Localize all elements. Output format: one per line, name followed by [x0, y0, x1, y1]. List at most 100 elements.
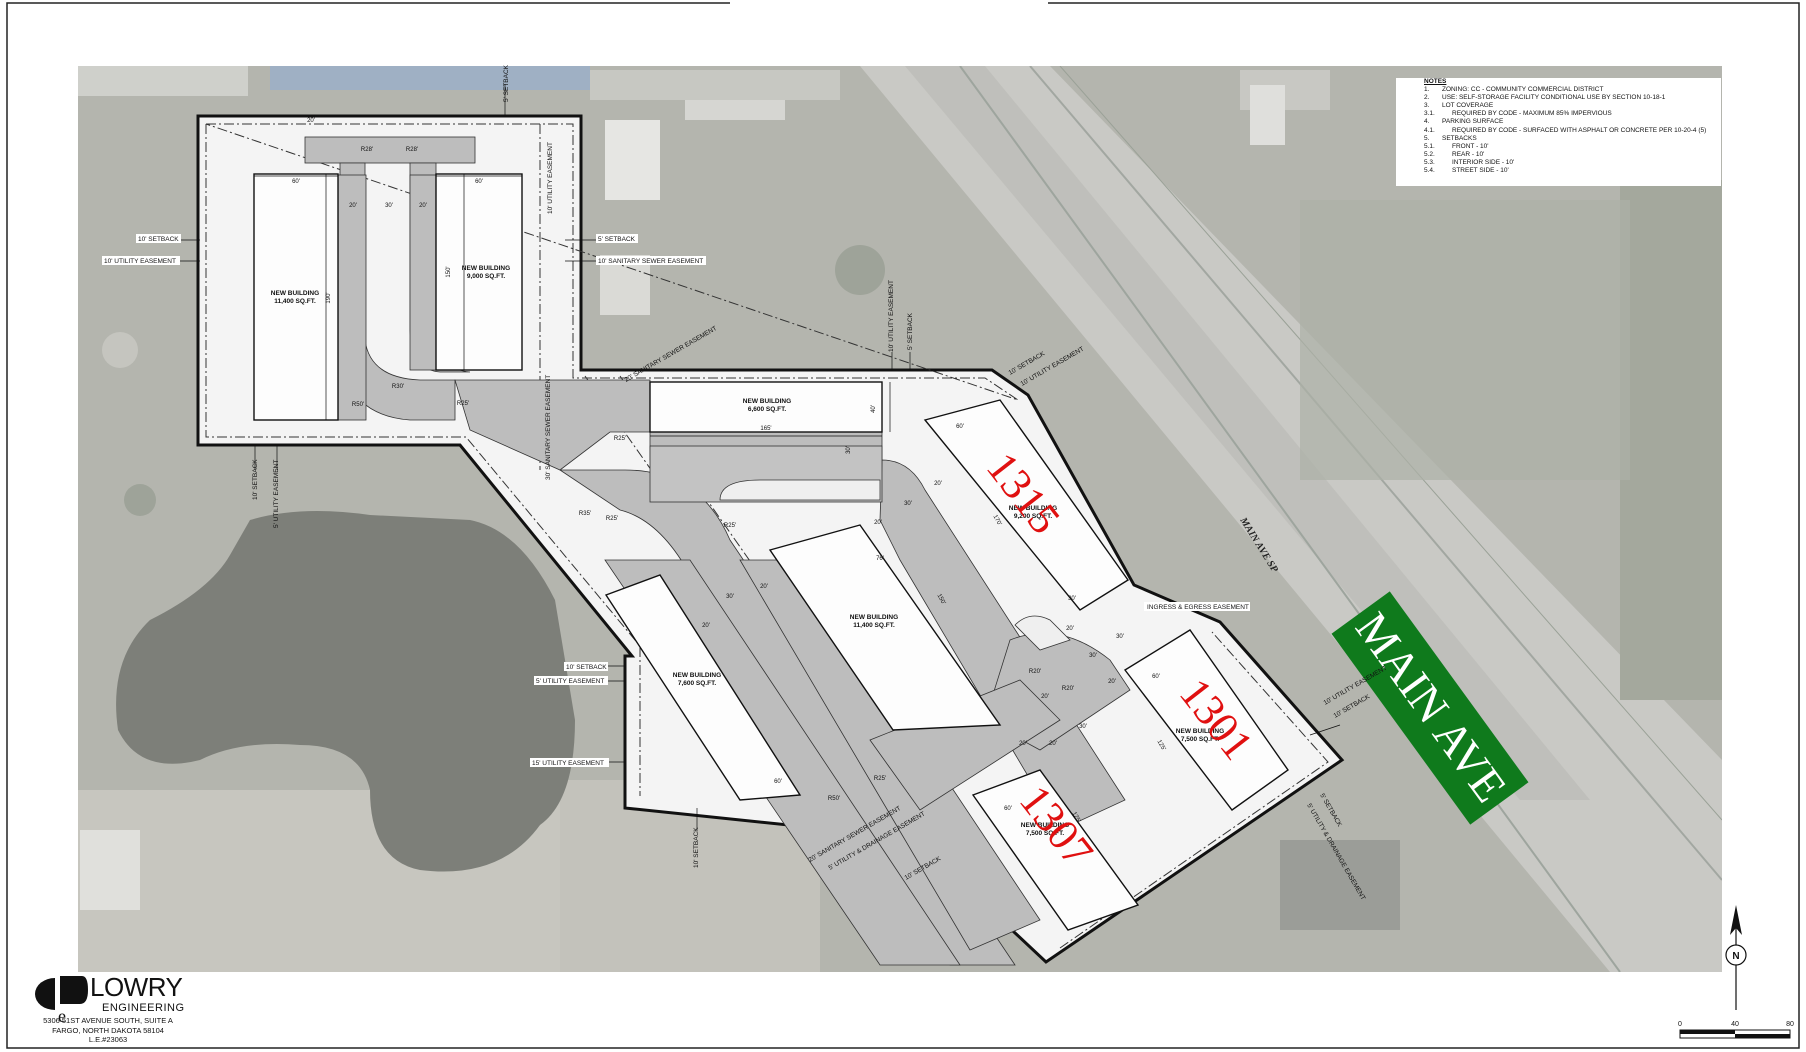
- note-item: 4.1.REQUIRED BY CODE - SURFACED WITH ASP…: [1424, 126, 1707, 134]
- note-item: 5.2.REAR - 10': [1424, 150, 1485, 158]
- note-item: 1.ZONING: CC - COMMUNITY COMMERCIAL DIST…: [1424, 86, 1604, 94]
- building-8-title: NEW BUILDING: [1021, 822, 1069, 829]
- note-item: 3.1.REQUIRED BY CODE - MAXIMUM 85% IMPER…: [1424, 110, 1612, 118]
- logo-name: LOWRY: [90, 972, 183, 1002]
- label-sanitary-30-vertical: 30' SANITARY SEWER EASEMENT: [545, 375, 552, 480]
- label-setback-5-top: 5' SETBACK: [598, 236, 636, 243]
- dim-125-b7: 125': [1155, 739, 1166, 752]
- dim-125-b8: 125': [1070, 811, 1081, 824]
- company-logo: LOWRY ENGINEERING 5306 51ST AVENUE SOUTH…: [28, 972, 198, 1044]
- dim-30-south: 30': [1079, 724, 1087, 730]
- radius-r25-e: R25': [874, 776, 886, 782]
- building-3-area: 6,600 SQ.FT.: [748, 406, 786, 413]
- dim-top-20: 20': [307, 118, 315, 124]
- building-5: [604, 574, 802, 801]
- notes-title: NOTES: [1424, 78, 1447, 85]
- note-item: 5.1.FRONT - 10': [1424, 142, 1489, 150]
- dim-20-south: 20': [1049, 741, 1057, 747]
- building-5-area: 7,600 SQ.FT.: [678, 680, 716, 687]
- radius-r25-a: R25': [457, 401, 469, 407]
- label-sanitary-10: 10' SANITARY SEWER EASEMENT: [598, 258, 703, 265]
- buildings: [253, 173, 1289, 931]
- dim-b1-length: 190': [326, 292, 332, 303]
- scale-tick-40: 40: [1731, 1021, 1739, 1028]
- label-utility-left: 10' UTILITY EASEMENT: [104, 258, 176, 265]
- scale-tick-0: 0: [1678, 1021, 1682, 1028]
- radius-r25-d: R25': [724, 523, 736, 529]
- label-utility-5-bottom-left: 5' UTILITY EASEMENT: [273, 460, 280, 528]
- dim-20-b6: 20': [934, 481, 942, 487]
- dim-20-ingress: 20': [1066, 626, 1074, 632]
- label-utility-15: 15' UTILITY EASEMENT: [532, 760, 604, 767]
- radius-r28-a: R28': [361, 147, 373, 153]
- dim-30-mid: 30': [846, 446, 852, 454]
- north-letter: N: [1732, 951, 1739, 962]
- dim-b6-170: 170': [991, 514, 1002, 527]
- building-1: [253, 173, 339, 421]
- radius-r50-b: R50': [828, 796, 840, 802]
- note-item: 2.USE: SELF-STORAGE FACILITY CONDITIONAL…: [1424, 94, 1666, 102]
- dim-50-ingress: 30': [1116, 634, 1124, 640]
- dim-30-ingress: 30': [1068, 596, 1076, 602]
- dim-b3-depth: 40': [871, 405, 877, 413]
- building-7: [1123, 629, 1289, 811]
- note-item: 3.LOT COVERAGE: [1424, 102, 1494, 110]
- dim-30-b6: 30': [904, 501, 912, 507]
- radius-r25-b: R25': [614, 436, 626, 442]
- radius-r35: R35': [579, 511, 591, 517]
- main-ave-sign-bg: [1331, 591, 1529, 825]
- radius-r25-c: R25': [606, 516, 618, 522]
- dim-20-b9: 20': [1041, 694, 1049, 700]
- label-utility-10-vertical: 10' UTILITY EASEMENT: [547, 142, 554, 214]
- notes-panel: NOTES 1.ZONING: CC - COMMUNITY COMMERCIA…: [1396, 78, 1721, 186]
- label-setback-5-mid: 5' SETBACK: [907, 312, 914, 350]
- building-4: [768, 524, 1002, 731]
- dim-20-b5: 20': [702, 623, 710, 629]
- note-item: 5.SETBACKS: [1424, 134, 1477, 142]
- radius-r20-a: R20': [1029, 669, 1041, 675]
- dim-60-b7: 60': [1152, 674, 1160, 680]
- label-setback-south: 10' SETBACK: [693, 827, 700, 868]
- note-item: 4.PARKING SURFACE: [1424, 118, 1504, 126]
- dim-b1-width: 60': [292, 179, 300, 185]
- note-item: 5.3.INTERIOR SIDE - 10': [1424, 158, 1515, 166]
- building-3: [649, 381, 883, 433]
- logo-subtitle: ENGINEERING: [102, 1002, 185, 1014]
- building-7-area: 7,500 SQ.FT.: [1181, 736, 1219, 743]
- label-setback-west: 10' SETBACK: [566, 664, 607, 671]
- building-7-title: NEW BUILDING: [1176, 728, 1224, 735]
- building-6-title: NEW BUILDING: [1009, 505, 1057, 512]
- title-gap: [730, 0, 1048, 6]
- dim-30-b7: 30': [1089, 653, 1097, 659]
- dim-20-b4: 20': [874, 520, 882, 526]
- label-utility-10-mid: 10' UTILITY EASEMENT: [888, 280, 895, 352]
- building-4-title: NEW BUILDING: [850, 614, 898, 621]
- address-line-1: 5306 51ST AVENUE SOUTH, SUITE A: [43, 1016, 173, 1025]
- dim-b4-76: 76': [876, 556, 884, 562]
- label-setback-bottom-left: 10' SETBACK: [252, 459, 259, 500]
- radius-r30: R30': [392, 384, 404, 390]
- note-item: 5.4.STREET SIDE - 10': [1424, 167, 1509, 175]
- label-setback-5-vertical: 5' SETBACK: [503, 64, 510, 102]
- address-line-2: FARGO, NORTH DAKOTA 58104: [52, 1025, 164, 1035]
- label-utility-5-west: 5' UTILITY EASEMENT: [536, 678, 604, 685]
- building-1-title: NEW BUILDING: [271, 290, 319, 297]
- building-2-area: 9,000 SQ.FT.: [467, 273, 505, 280]
- scale-bar: [1679, 1029, 1791, 1039]
- label-ingress-egress: INGRESS & EGRESS EASEMENT: [1147, 604, 1249, 611]
- dim-aisle-1: 20': [349, 203, 357, 209]
- dim-aisle-3: 20': [419, 203, 427, 209]
- building-2: [435, 173, 523, 371]
- dim-b2-length: 150': [446, 266, 452, 277]
- building-4-area: 11,400 SQ.FT.: [853, 622, 895, 629]
- dim-b3-length: 165': [760, 426, 771, 432]
- building-1-area: 11,400 SQ.FT.: [274, 298, 316, 305]
- dim-60-b5: 60': [774, 779, 782, 785]
- dim-20-b7: 20': [1108, 679, 1116, 685]
- scale-tick-80: 80: [1786, 1021, 1794, 1028]
- dim-b4-150: 150': [935, 593, 946, 606]
- building-3-title: NEW BUILDING: [743, 398, 791, 405]
- radius-r20-b: R20': [1062, 686, 1074, 692]
